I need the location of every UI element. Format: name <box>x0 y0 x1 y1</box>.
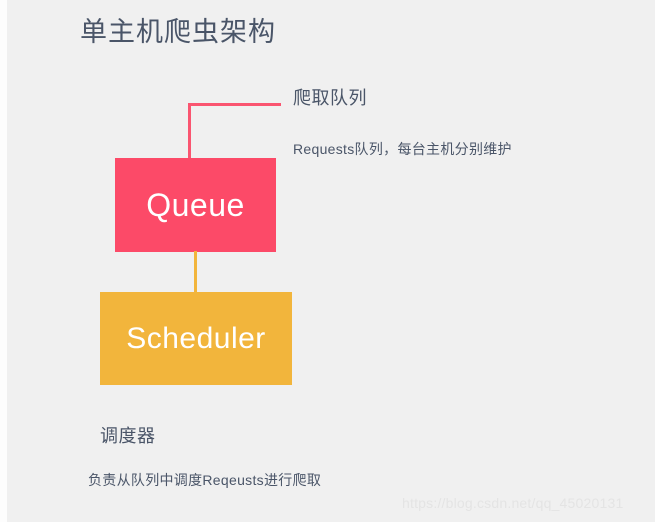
queue-annotation-body: Requests队列，每台主机分别维护 <box>293 141 512 157</box>
queue-annotation-heading: 爬取队列 <box>293 88 367 108</box>
watermark-text: https://blog.csdn.net/qq_45020131 <box>402 495 624 511</box>
node-scheduler-label: Scheduler <box>126 321 266 355</box>
queue-callout-connector-horizontal <box>188 103 281 106</box>
queue-callout-connector-vertical <box>188 103 191 160</box>
page-title: 单主机爬虫架构 <box>80 17 276 47</box>
queue-to-scheduler-connector <box>194 251 197 294</box>
node-scheduler[interactable]: Scheduler <box>100 292 292 385</box>
node-queue-label: Queue <box>146 186 245 223</box>
node-queue[interactable]: Queue <box>115 158 276 252</box>
scheduler-annotation-heading: 调度器 <box>100 426 156 446</box>
slide-left-gutter <box>0 0 7 522</box>
scheduler-annotation-body: 负责从队列中调度Reqeusts进行爬取 <box>88 472 322 488</box>
